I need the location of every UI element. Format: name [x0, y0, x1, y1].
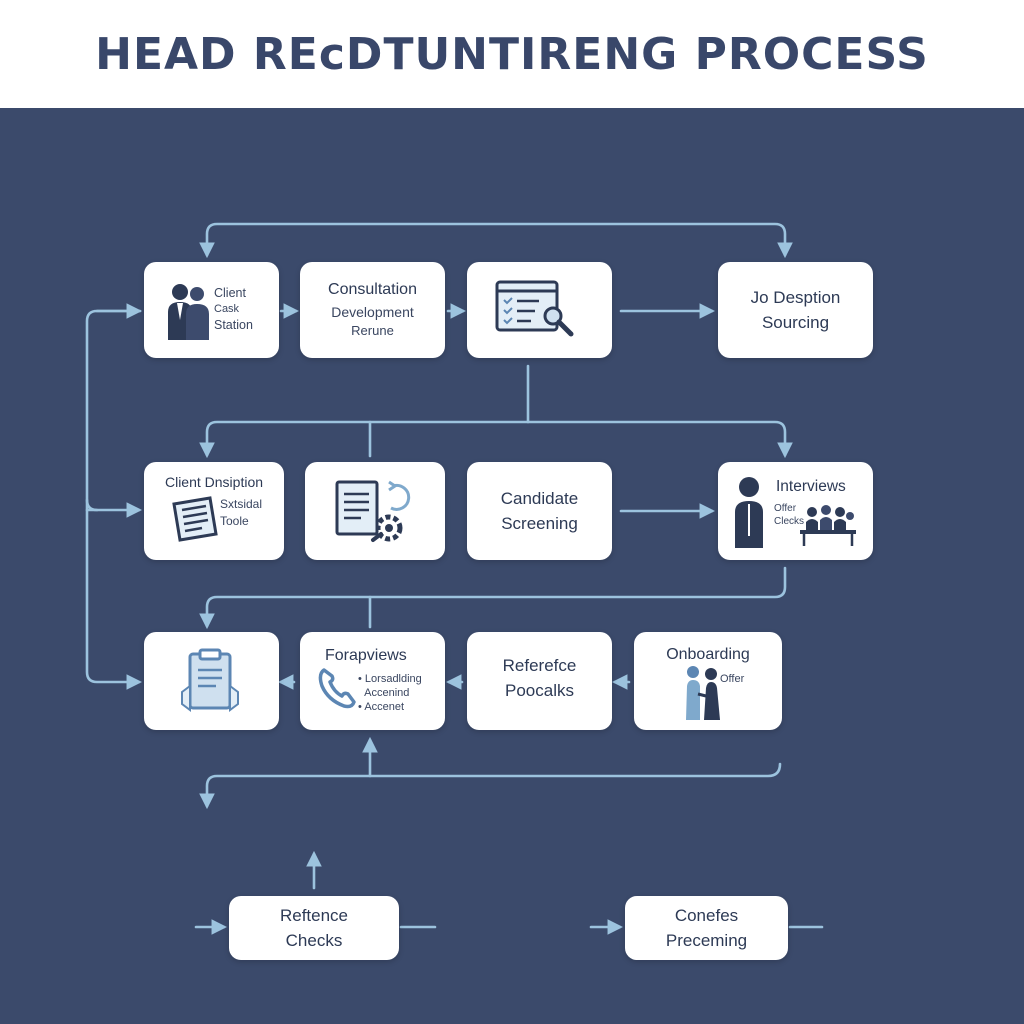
card-interviews[interactable]: Interviews Offer Clecks: [718, 462, 873, 560]
connector-row3-bar: [199, 566, 787, 630]
card-line: Checks: [285, 931, 343, 950]
card-line: Offer: [720, 673, 745, 685]
document-gear-icon: [335, 480, 411, 542]
card-line: Rerune: [351, 323, 394, 338]
card-clipboard[interactable]: [144, 632, 279, 730]
connector-row2-bar: [199, 420, 793, 459]
connector-left-spine: [85, 309, 143, 690]
card-line: Development: [331, 304, 414, 320]
card-line: Screening: [501, 514, 578, 533]
card-forapviews[interactable]: Forapviews • Lorsadlding Accenind • Acce…: [300, 632, 445, 730]
person-icon: [735, 477, 763, 548]
clipboard-icon: [181, 648, 239, 712]
bullet-text: Lorsadlding: [364, 673, 422, 685]
card-doc-gear[interactable]: [305, 462, 445, 560]
card-line: Sourcing: [761, 313, 830, 332]
card-title: Referefce: [502, 656, 577, 675]
handshake-people-icon: [686, 666, 720, 720]
diagram-panel: [0, 108, 1024, 1024]
page-title: HEAD REcDTUNTIRENG PROCESS: [95, 28, 929, 80]
card-reftence-checks[interactable]: Reftence Checks: [229, 896, 399, 960]
card-onboarding[interactable]: Onboarding Offer: [634, 632, 782, 730]
card-client-station[interactable]: Client Cask Station: [144, 262, 279, 358]
card-line: Client: [214, 286, 246, 300]
document-icon: [172, 496, 218, 542]
card-title: Onboarding: [666, 646, 750, 663]
card-line: Cask: [214, 303, 240, 315]
card-client-dnsiption[interactable]: Client Dnsiption Sxtsidal Toole: [144, 462, 284, 560]
phone-icon: [318, 668, 356, 709]
connector-left-mid-curve: [85, 498, 99, 512]
card-candidate-screening[interactable]: Candidate Screening: [467, 462, 612, 560]
card-line: Sxtsidal: [220, 497, 263, 511]
card-title: Consultation: [328, 281, 417, 298]
card-line: Toole: [220, 514, 249, 528]
bullet-text: Accenind: [364, 687, 410, 699]
header: HEAD REcDTUNTIRENG PROCESS: [0, 0, 1024, 108]
card-checklist[interactable]: [467, 262, 612, 358]
connector-bottom-return: [199, 762, 782, 810]
card-line: Poocalks: [505, 681, 574, 700]
card-title: Candidate: [500, 489, 579, 508]
card-jo-desption[interactable]: Jo Desption Sourcing: [718, 262, 873, 358]
card-title: Forapviews: [325, 647, 407, 664]
card-title: Interviews: [776, 478, 846, 495]
card-conefes-preceming[interactable]: Conefes Preceming: [625, 896, 788, 960]
card-line: Preceming: [665, 931, 748, 950]
connector-top-loop: [199, 222, 793, 259]
card-title: Reftence: [279, 906, 349, 925]
meeting-icon: [800, 505, 856, 546]
card-reference[interactable]: Referefce Poocalks: [467, 632, 612, 730]
card-title: Client Dnsiption: [164, 474, 264, 490]
card-consultation[interactable]: Consultation Development Rerune: [300, 262, 445, 358]
bullet-item: Accenind: [358, 686, 422, 700]
card-line: Clecks: [774, 516, 805, 527]
card-title: Jo Desption: [750, 288, 841, 307]
card-title: Conefes: [674, 906, 739, 925]
bullet-text: Accenet: [364, 701, 405, 713]
card-line: Station: [214, 318, 253, 332]
bullet-item: • Accenet: [358, 701, 405, 713]
bullet-item: • Lorsadlding: [358, 673, 422, 685]
business-people-icon: [168, 284, 209, 340]
checklist-search-icon: [495, 280, 574, 337]
card-line: Offer: [774, 503, 797, 514]
